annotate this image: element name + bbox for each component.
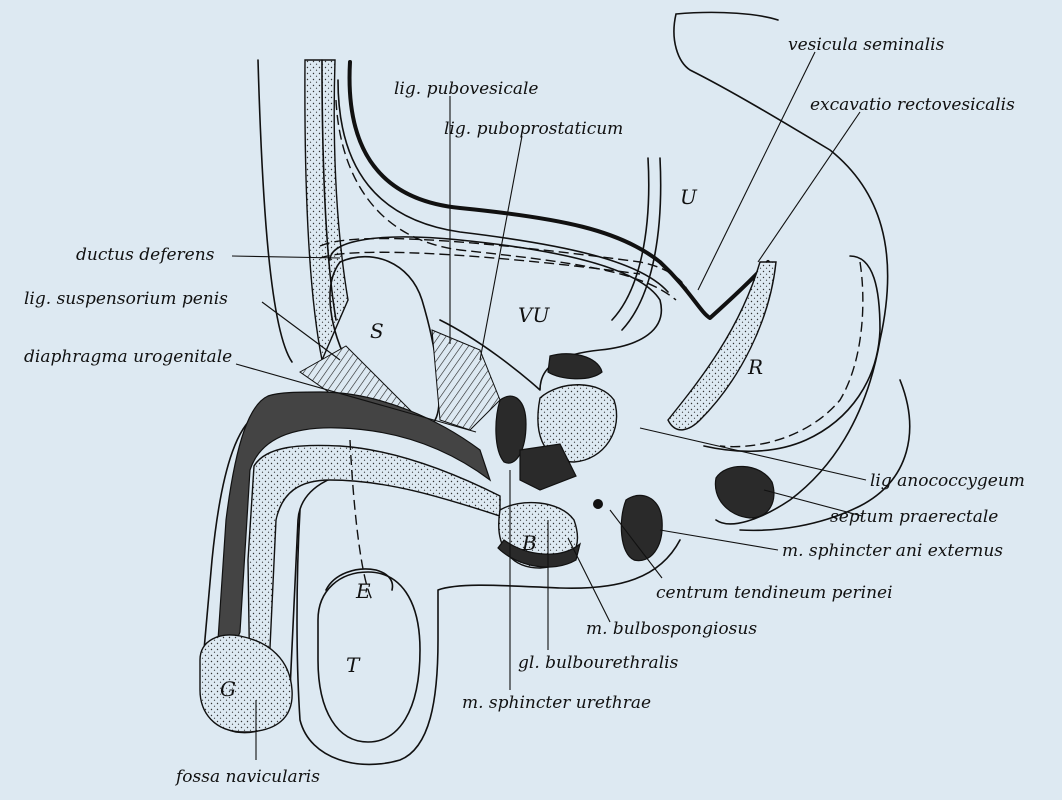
anal-canal-line: [739, 379, 911, 532]
bladder-wall-dashed: [335, 99, 677, 301]
bladder-cavity: [329, 236, 663, 391]
sphincter-urethrae-dark: [495, 395, 527, 464]
abdominal-wall-outline: [257, 59, 293, 363]
epididymis: [325, 568, 394, 591]
rectum-inner-dashed: [719, 261, 864, 448]
corpus-spongiosum: [247, 444, 501, 693]
label-diaphragma-urogenitale: diaphragma urogenitale: [24, 347, 232, 367]
letter-bulb: B: [521, 531, 537, 555]
prostate: [537, 384, 618, 463]
label-m-sphincter-ani-externus: m. sphincter ani externus: [782, 541, 1003, 561]
urogenital-muscle-dark: [519, 443, 577, 491]
label-lig-anococcygeum: lig anococcygeum: [870, 471, 1025, 491]
letter-epididymis: E: [355, 579, 371, 603]
bulbospongiosus: [497, 539, 582, 568]
label-m-bulbospongiosus: m. bulbospongiosus: [586, 619, 757, 639]
bladder-peritoneum-bold: [347, 60, 770, 320]
ureter-line-1: [611, 157, 650, 321]
scrotum-outline: [296, 509, 681, 766]
testis: [317, 571, 421, 743]
letter-ureter: U: [680, 185, 698, 209]
label-ductus-deferens: ductus deferens: [76, 245, 215, 265]
rectum-wall-stippled: [667, 261, 777, 431]
spermatic-cord-dashed: [349, 439, 373, 601]
letter-bladder: VU: [518, 303, 550, 327]
ductus-deferens-path: [319, 237, 691, 301]
centrum-tendineum: [593, 499, 603, 509]
label-m-sphincter-urethrae: m. sphincter urethrae: [462, 693, 651, 713]
septum-praerectale-dark: [714, 465, 775, 519]
label-centrum-tendineum-perinei: centrum tendineum perinei: [656, 583, 893, 603]
prostate-top-dark: [547, 353, 603, 380]
letter-testis: T: [346, 653, 361, 677]
label-lig-pubovesicale: lig. pubovesicale: [394, 79, 539, 99]
ureter-line-2: [621, 157, 662, 331]
label-septum-praerectale: septum praerectale: [830, 507, 998, 527]
label-fossa-navicularis: fossa navicularis: [174, 767, 320, 787]
rectum-outer: [673, 11, 889, 525]
sphincter-ani-dark: [620, 494, 663, 562]
pubovesical-ligament: [431, 329, 501, 431]
label-lig-puboprostaticum: lig. puboprostaticum: [444, 119, 623, 139]
label-vesicula-seminalis: vesicula seminalis: [788, 35, 945, 55]
letter-symphysis: S: [370, 319, 384, 343]
letter-rectum: R: [747, 355, 763, 379]
glans: [199, 634, 293, 733]
ductus-deferens-path-2: [319, 251, 641, 275]
label-lig-suspensorium-penis: lig. suspensorium penis: [24, 289, 228, 309]
label-gl-bulbourethralis: gl. bulbourethralis: [518, 653, 679, 673]
letter-glans: G: [220, 677, 236, 701]
corpus-cavernosum: [217, 391, 492, 645]
rectum-inner-wall: [703, 255, 881, 453]
label-excavatio-rectovesicalis: excavatio rectovesicalis: [810, 95, 1015, 115]
symphysis-band: [304, 59, 349, 363]
symphysis-inner-line: [321, 59, 337, 321]
bladder-wall-outer: [337, 79, 669, 293]
leader-lines: [231, 51, 867, 760]
